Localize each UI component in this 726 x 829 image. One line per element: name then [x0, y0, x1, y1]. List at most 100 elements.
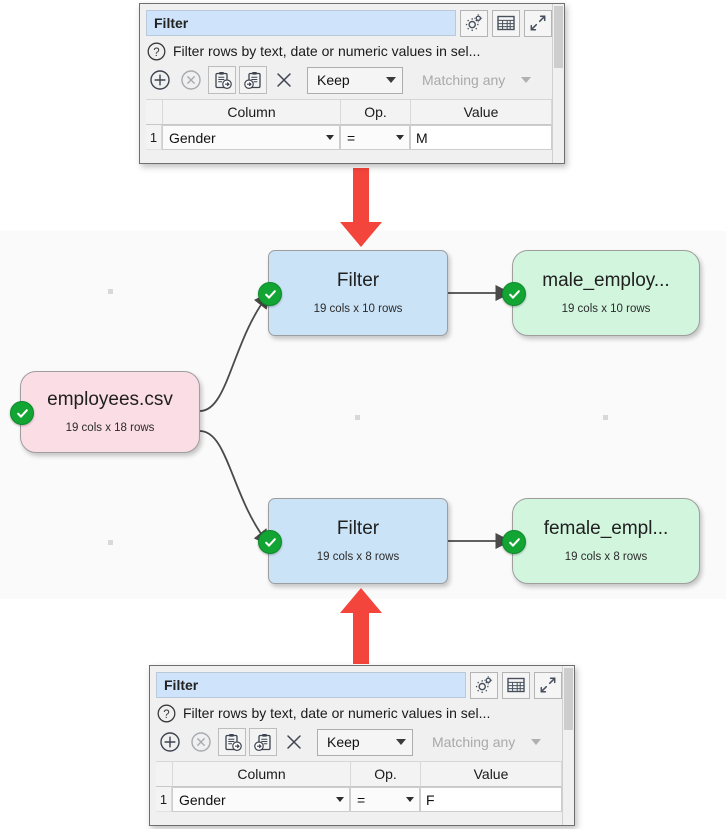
show-table-button[interactable]	[492, 9, 520, 37]
options-button[interactable]	[470, 671, 498, 699]
options-button[interactable]	[460, 9, 488, 37]
filter-dialog-bottom[interactable]: Filter	[149, 665, 575, 826]
show-table-button[interactable]	[502, 671, 530, 699]
cell-column-select[interactable]: Gender	[172, 787, 350, 812]
expand-arrows-icon	[540, 677, 556, 693]
close-x-icon	[277, 73, 291, 87]
copy-rows-button[interactable]	[218, 728, 246, 756]
add-row-button[interactable]	[156, 728, 184, 756]
gears-icon	[475, 676, 493, 693]
svg-text:?: ?	[163, 709, 169, 721]
clear-button[interactable]	[270, 66, 298, 94]
clipboard-copy-icon	[214, 71, 232, 89]
close-x-icon	[287, 735, 301, 749]
filter-match-value: Matching any	[432, 734, 516, 750]
remove-row-button[interactable]	[177, 66, 205, 94]
flow-canvas[interactable]: employees.csv 19 cols x 18 rows Filter 1…	[0, 231, 726, 599]
chevron-down-icon	[336, 797, 344, 802]
row-number: 1	[146, 125, 162, 150]
filter-mode-value: Keep	[327, 734, 360, 750]
node-title: Filter	[336, 270, 380, 291]
dialog-scrollbar[interactable]	[562, 666, 574, 825]
table-row[interactable]: 1 Gender = M	[146, 125, 552, 150]
cell-value-input[interactable]: F	[420, 787, 562, 812]
cell-value-text: M	[416, 129, 428, 146]
filter-name-value: Filter	[154, 15, 189, 31]
cell-value-input[interactable]: M	[410, 125, 552, 150]
node-subtitle: 19 cols x 10 rows	[313, 303, 403, 316]
table-corner	[146, 100, 163, 125]
cell-op-value: =	[347, 129, 356, 146]
flow-connectors	[199, 284, 512, 550]
chevron-down-icon	[326, 135, 334, 140]
plus-circle-icon	[160, 732, 180, 752]
cell-column-select[interactable]: Gender	[162, 125, 340, 150]
table-corner	[156, 762, 173, 787]
check-badge-icon	[258, 282, 282, 306]
chevron-down-icon	[386, 77, 396, 83]
cell-op-select[interactable]: =	[350, 787, 420, 812]
check-badge-icon	[502, 282, 526, 306]
chevron-down-icon	[396, 739, 406, 745]
column-header-column[interactable]: Column	[163, 100, 341, 125]
question-circle-icon: ?	[147, 42, 166, 60]
clipboard-paste-icon	[253, 733, 271, 751]
canvas-grid-dot	[355, 415, 360, 420]
red-down-arrow-icon	[335, 168, 387, 248]
filter-name-value: Filter	[164, 677, 199, 693]
filter-conditions-table[interactable]: Column Op. Value 1 Gender = M	[146, 99, 552, 150]
add-row-button[interactable]	[146, 66, 174, 94]
remove-row-button[interactable]	[187, 728, 215, 756]
chevron-down-icon	[531, 739, 541, 745]
maximize-button[interactable]	[534, 671, 562, 699]
cell-op-select[interactable]: =	[340, 125, 410, 150]
filter-name-input[interactable]: Filter	[146, 10, 456, 36]
cell-value-text: F	[426, 791, 435, 808]
filter-mode-value: Keep	[317, 72, 350, 88]
cell-column-value: Gender	[179, 791, 226, 808]
scrollbar-thumb[interactable]	[554, 6, 563, 68]
node-title: Filter	[336, 518, 380, 539]
filter-match-select: Matching any	[412, 67, 538, 94]
chevron-down-icon	[396, 135, 404, 140]
paste-rows-button[interactable]	[239, 66, 267, 94]
table-icon	[507, 677, 525, 693]
check-badge-icon	[502, 530, 526, 554]
filter-description: Filter rows by text, date or numeric val…	[183, 705, 491, 721]
table-row[interactable]: 1 Gender = F	[156, 787, 562, 812]
filter-match-select: Matching any	[422, 729, 548, 756]
table-header-row: Column Op. Value	[146, 100, 552, 125]
column-header-column[interactable]: Column	[173, 762, 351, 787]
node-output-male[interactable]: male_employ... 19 cols x 10 rows	[502, 250, 700, 336]
chevron-down-icon	[406, 797, 414, 802]
node-subtitle: 19 cols x 18 rows	[65, 422, 155, 435]
column-header-value[interactable]: Value	[411, 100, 552, 125]
x-circle-icon	[181, 70, 201, 90]
maximize-button[interactable]	[524, 9, 552, 37]
node-employees-csv[interactable]: employees.csv 19 cols x 18 rows	[10, 371, 200, 453]
node-output-female[interactable]: female_empl... 19 cols x 8 rows	[502, 498, 700, 584]
node-title: employees.csv	[47, 389, 173, 410]
scrollbar-thumb[interactable]	[564, 668, 573, 730]
filter-conditions-table[interactable]: Column Op. Value 1 Gender = F	[156, 761, 562, 812]
table-header-row: Column Op. Value	[156, 762, 562, 787]
canvas-grid-dot	[108, 289, 113, 294]
node-subtitle: 19 cols x 8 rows	[316, 551, 400, 564]
node-filter-female[interactable]: Filter 19 cols x 8 rows	[258, 498, 448, 584]
column-header-op[interactable]: Op.	[341, 100, 411, 125]
paste-rows-button[interactable]	[249, 728, 277, 756]
filter-mode-select[interactable]: Keep	[307, 66, 403, 94]
copy-rows-button[interactable]	[208, 66, 236, 94]
node-filter-male[interactable]: Filter 19 cols x 10 rows	[258, 250, 448, 336]
filter-name-input[interactable]: Filter	[156, 672, 466, 698]
clipboard-copy-icon	[224, 733, 242, 751]
clear-button[interactable]	[280, 728, 308, 756]
filter-mode-select[interactable]: Keep	[317, 728, 413, 756]
filter-match-value: Matching any	[422, 72, 506, 88]
dialog-scrollbar[interactable]	[552, 4, 564, 163]
column-header-op[interactable]: Op.	[351, 762, 421, 787]
filter-description: Filter rows by text, date or numeric val…	[173, 43, 481, 59]
column-header-value[interactable]: Value	[421, 762, 562, 787]
filter-dialog-top[interactable]: Filter	[139, 3, 565, 164]
chevron-down-icon	[521, 77, 531, 83]
